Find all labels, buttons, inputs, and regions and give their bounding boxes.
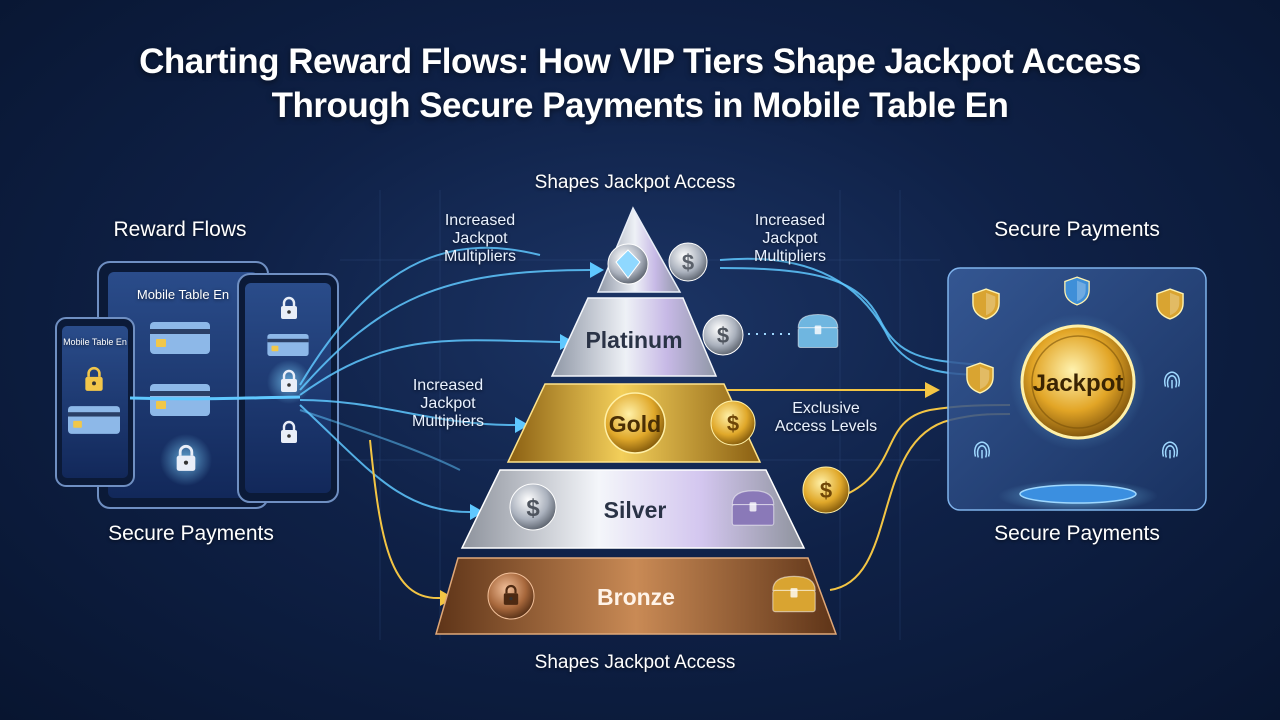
diamond-icon xyxy=(615,249,641,279)
phone-screen-label: Mobile Table En xyxy=(63,337,127,347)
title-line-1: Charting Reward Flows: How VIP Tiers Sha… xyxy=(139,42,1141,81)
page-title: Charting Reward Flows: How VIP Tiers Sha… xyxy=(0,40,1280,128)
card-icon xyxy=(150,322,210,354)
tier-label: Bronze xyxy=(597,584,675,610)
tablet-device xyxy=(97,261,269,509)
tier-bronze: Bronze xyxy=(435,557,838,635)
treasure-chest-icon xyxy=(797,313,839,349)
card-icon xyxy=(267,334,309,356)
dollar-coin-icon: $ xyxy=(682,250,694,275)
card-icon xyxy=(68,406,120,434)
tablet-screen-label: Mobile Table En xyxy=(136,287,230,302)
tier-label: Gold xyxy=(609,411,661,437)
tier-label: Platinum xyxy=(585,327,682,353)
annotation-right: Exclusive Access Levels xyxy=(774,400,878,435)
tier-label: Silver xyxy=(604,497,667,523)
reward-flow-lines xyxy=(129,246,591,513)
secure-payment-panel: Jackpot xyxy=(947,267,1207,512)
jackpot-label: Jackpot xyxy=(1033,370,1124,397)
title-line-2: Through Secure Payments in Mobile Table … xyxy=(271,86,1009,125)
annotation-top-left: Increased Jackpot Multipliers xyxy=(443,212,516,265)
left-secure-payments-label: Secure Payments xyxy=(108,522,274,545)
bronze-flow-line xyxy=(369,439,441,600)
phone-right-device xyxy=(237,273,339,503)
tier-silver: $ Silver $ xyxy=(460,466,850,549)
dollar-coin-icon: $ xyxy=(820,478,832,503)
annotation-mid-left: Increased Jackpot Multipliers xyxy=(411,377,484,430)
right-secure-payments-footer: Secure Payments xyxy=(994,522,1160,545)
reward-flows-heading: Reward Flows xyxy=(113,218,247,241)
right-flow-lines xyxy=(719,257,991,376)
dollar-coin-icon: $ xyxy=(727,411,739,436)
right-secure-payments-heading: Secure Payments xyxy=(994,218,1160,241)
tier-gold: Gold $ xyxy=(506,383,762,463)
bottom-pyramid-label: Shapes Jackpot Access xyxy=(534,652,736,673)
dollar-coin-icon: $ xyxy=(526,495,540,522)
annotation-top-right: Increased Jackpot Multipliers xyxy=(753,212,826,265)
tier-platinum: Platinum $ xyxy=(550,297,839,377)
tier-apex: $ xyxy=(596,206,708,293)
phone-left-device xyxy=(55,317,135,487)
treasure-chest-icon xyxy=(731,490,775,526)
top-pyramid-label: Shapes Jackpot Access xyxy=(534,172,736,193)
treasure-chest-icon xyxy=(772,575,816,613)
dollar-coin-icon: $ xyxy=(717,323,729,348)
